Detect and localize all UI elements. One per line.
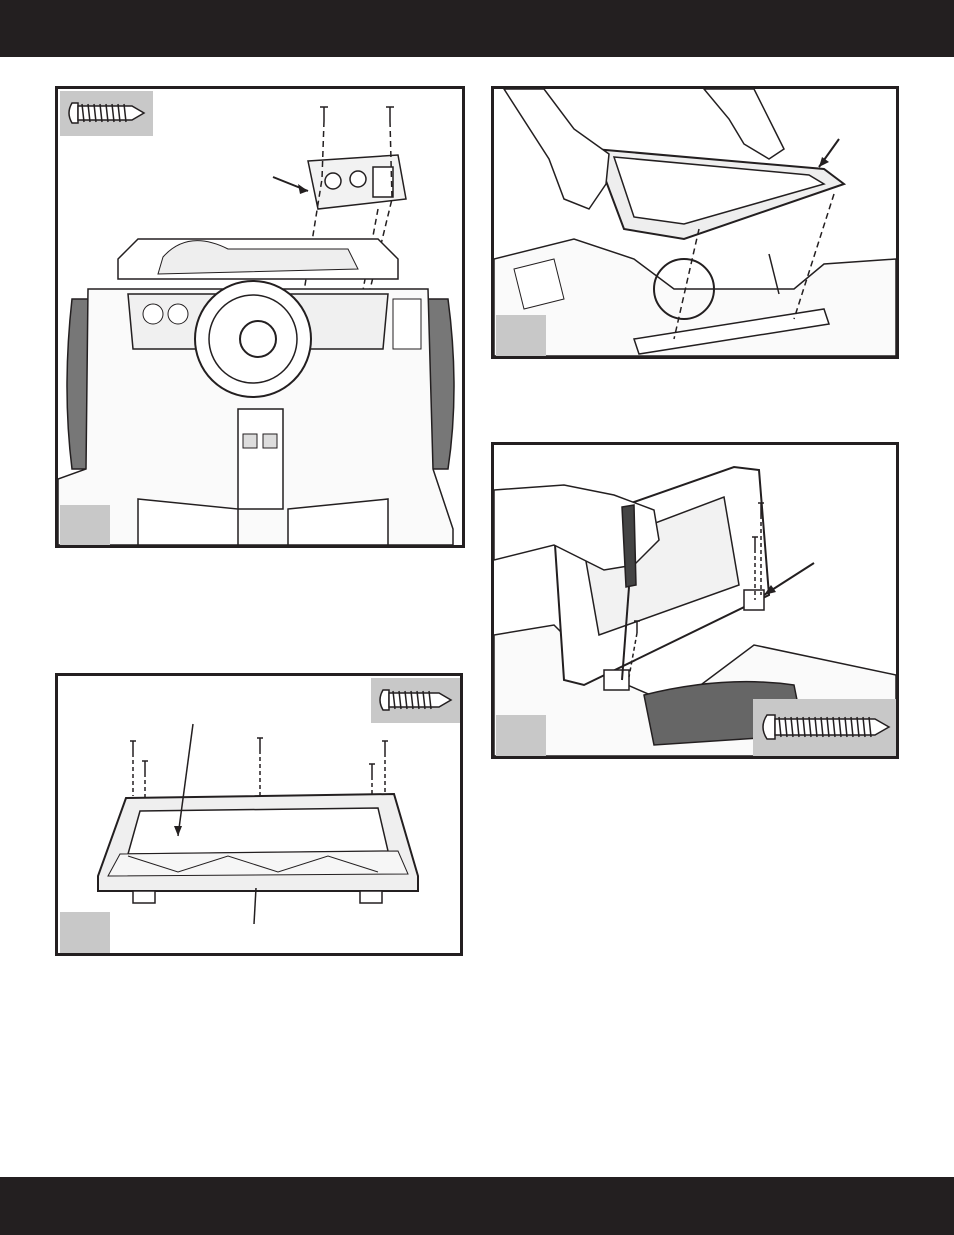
step-number-box [496,315,546,356]
windshield-lowering-illustration [494,89,896,356]
dashboard-illustration [58,89,462,545]
long-screw-icon [753,699,896,756]
panel-windshield-hinge-screwing [491,442,899,759]
screw-callout [753,699,896,756]
panel-windshield-frame-lowering [491,86,899,359]
panel-dashboard-install [55,86,465,548]
panel-windshield-frame-parts [55,673,463,956]
windshield-frame-illustration [58,676,460,953]
step-number-box [60,912,110,953]
footer-band [0,1177,954,1235]
step-number-box [60,505,110,545]
header-band [0,0,954,57]
step-number-box [496,715,546,756]
